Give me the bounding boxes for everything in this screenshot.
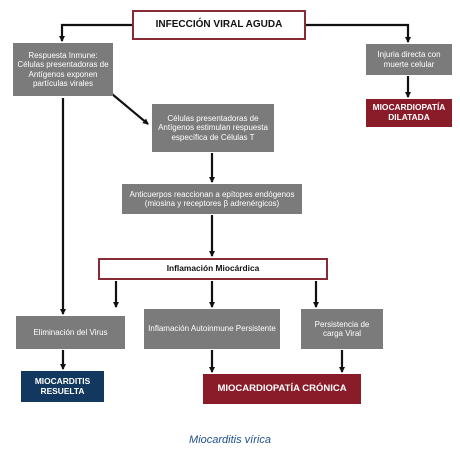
arrow-top-to-direct	[306, 23, 411, 43]
node-tcell-response: Células presentadoras de Antígenos estim…	[152, 104, 274, 152]
node-virus-elimination: Eliminación del Virus	[16, 316, 125, 349]
node-antibodies: Anticuerpos reaccionan a epítopes endóge…	[122, 184, 302, 214]
arrow-immune-to-tcell	[111, 93, 149, 125]
node-immune-response: Respuesta Inmune: Células presentadoras …	[13, 43, 113, 96]
node-acute-viral-infection: INFECCIÓN VIRAL AGUDA	[132, 10, 306, 40]
node-autoimmune-inflammation: Inflamación Autoinmune Persistente	[144, 309, 280, 349]
node-direct-injury: Injuria directa con muerte celular	[366, 44, 452, 75]
node-resolved-myocarditis: MIOCARDITIS RESUELTA	[21, 371, 104, 402]
node-myocardial-inflammation: Inflamación Miocárdica	[98, 258, 328, 280]
figure-caption: Miocarditis vírica	[189, 434, 271, 446]
arrow-top-to-immune	[59, 23, 132, 42]
node-chronic-cardiomyopathy: MIOCARDIOPATÍA CRÓNICA	[203, 374, 361, 404]
node-dilated-cardiomyopathy: MIOCARDIOPATÍA DILATADA	[366, 99, 452, 127]
node-viral-persistence: Persistencia de carga Viral	[301, 309, 383, 349]
